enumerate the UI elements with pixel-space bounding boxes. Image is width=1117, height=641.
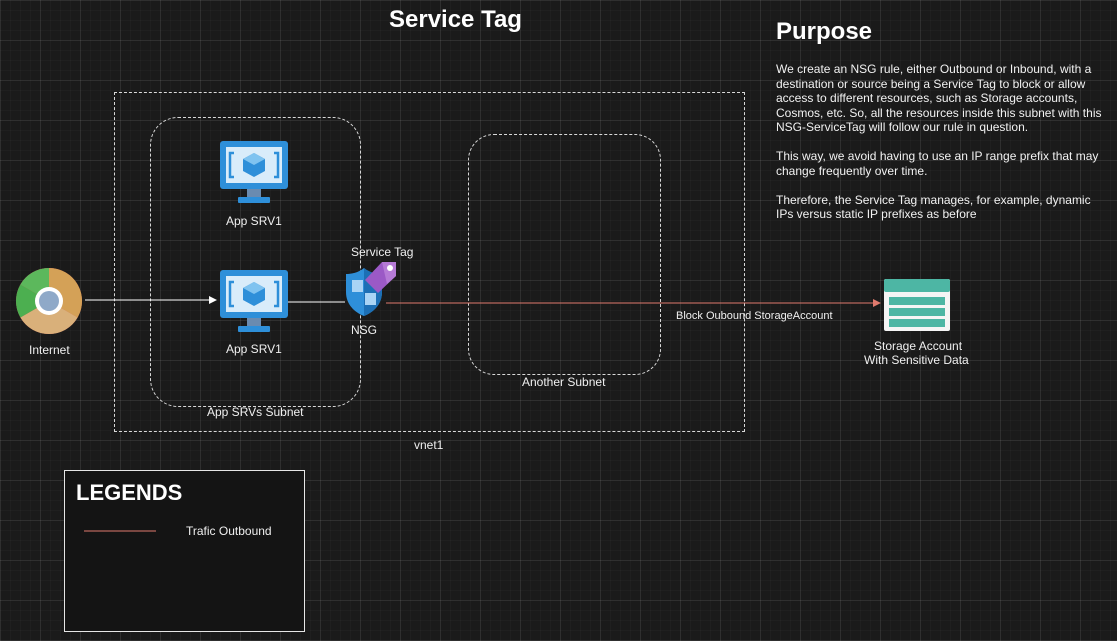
app-srv-bottom-vm-icon [220, 270, 288, 332]
internet-browser-icon [15, 268, 83, 335]
storage-account-label-line1: Storage Account [874, 339, 963, 353]
purpose-heading: Purpose [776, 18, 873, 45]
vnet-boundary [114, 92, 745, 432]
app-srvs-subnet-boundary [150, 117, 361, 407]
purpose-paragraph-1: We create an NSG rule, either Outbound o… [776, 62, 1102, 134]
block-outbound-edge-label: Block Oubound StorageAccount [676, 310, 833, 322]
internet-label: Internet [29, 343, 70, 357]
legend-title: LEGENDS [76, 480, 183, 505]
app-srv-bottom-label: App SRV1 [226, 342, 282, 356]
purpose-paragraph-2: This way, we avoid having to use an IP r… [776, 149, 1099, 178]
legend-outbound-label: Trafic Outbound [186, 524, 272, 538]
legend-box [64, 470, 305, 632]
storage-account-icon [884, 279, 950, 331]
service-tag-label: Service Tag [351, 245, 414, 259]
app-srv-top-label: App SRV1 [226, 214, 282, 228]
purpose-description: We create an NSG rule, either Outbound o… [776, 62, 1106, 236]
another-subnet-label: Another Subnet [522, 375, 606, 389]
storage-account-label-line2: With Sensitive Data [864, 353, 969, 367]
legend-outbound-swatch [84, 530, 156, 532]
nsg-label: NSG [351, 323, 378, 337]
another-subnet-boundary [468, 134, 661, 375]
vnet-label: vnet1 [414, 438, 444, 452]
purpose-paragraph-3: Therefore, the Service Tag manages, for … [776, 192, 1091, 222]
app-srvs-subnet-label: App SRVs Subnet [207, 405, 304, 419]
diagram-title: Service Tag [389, 6, 522, 33]
service-tag-icon [365, 262, 396, 293]
app-srv-top-vm-icon [220, 141, 288, 203]
